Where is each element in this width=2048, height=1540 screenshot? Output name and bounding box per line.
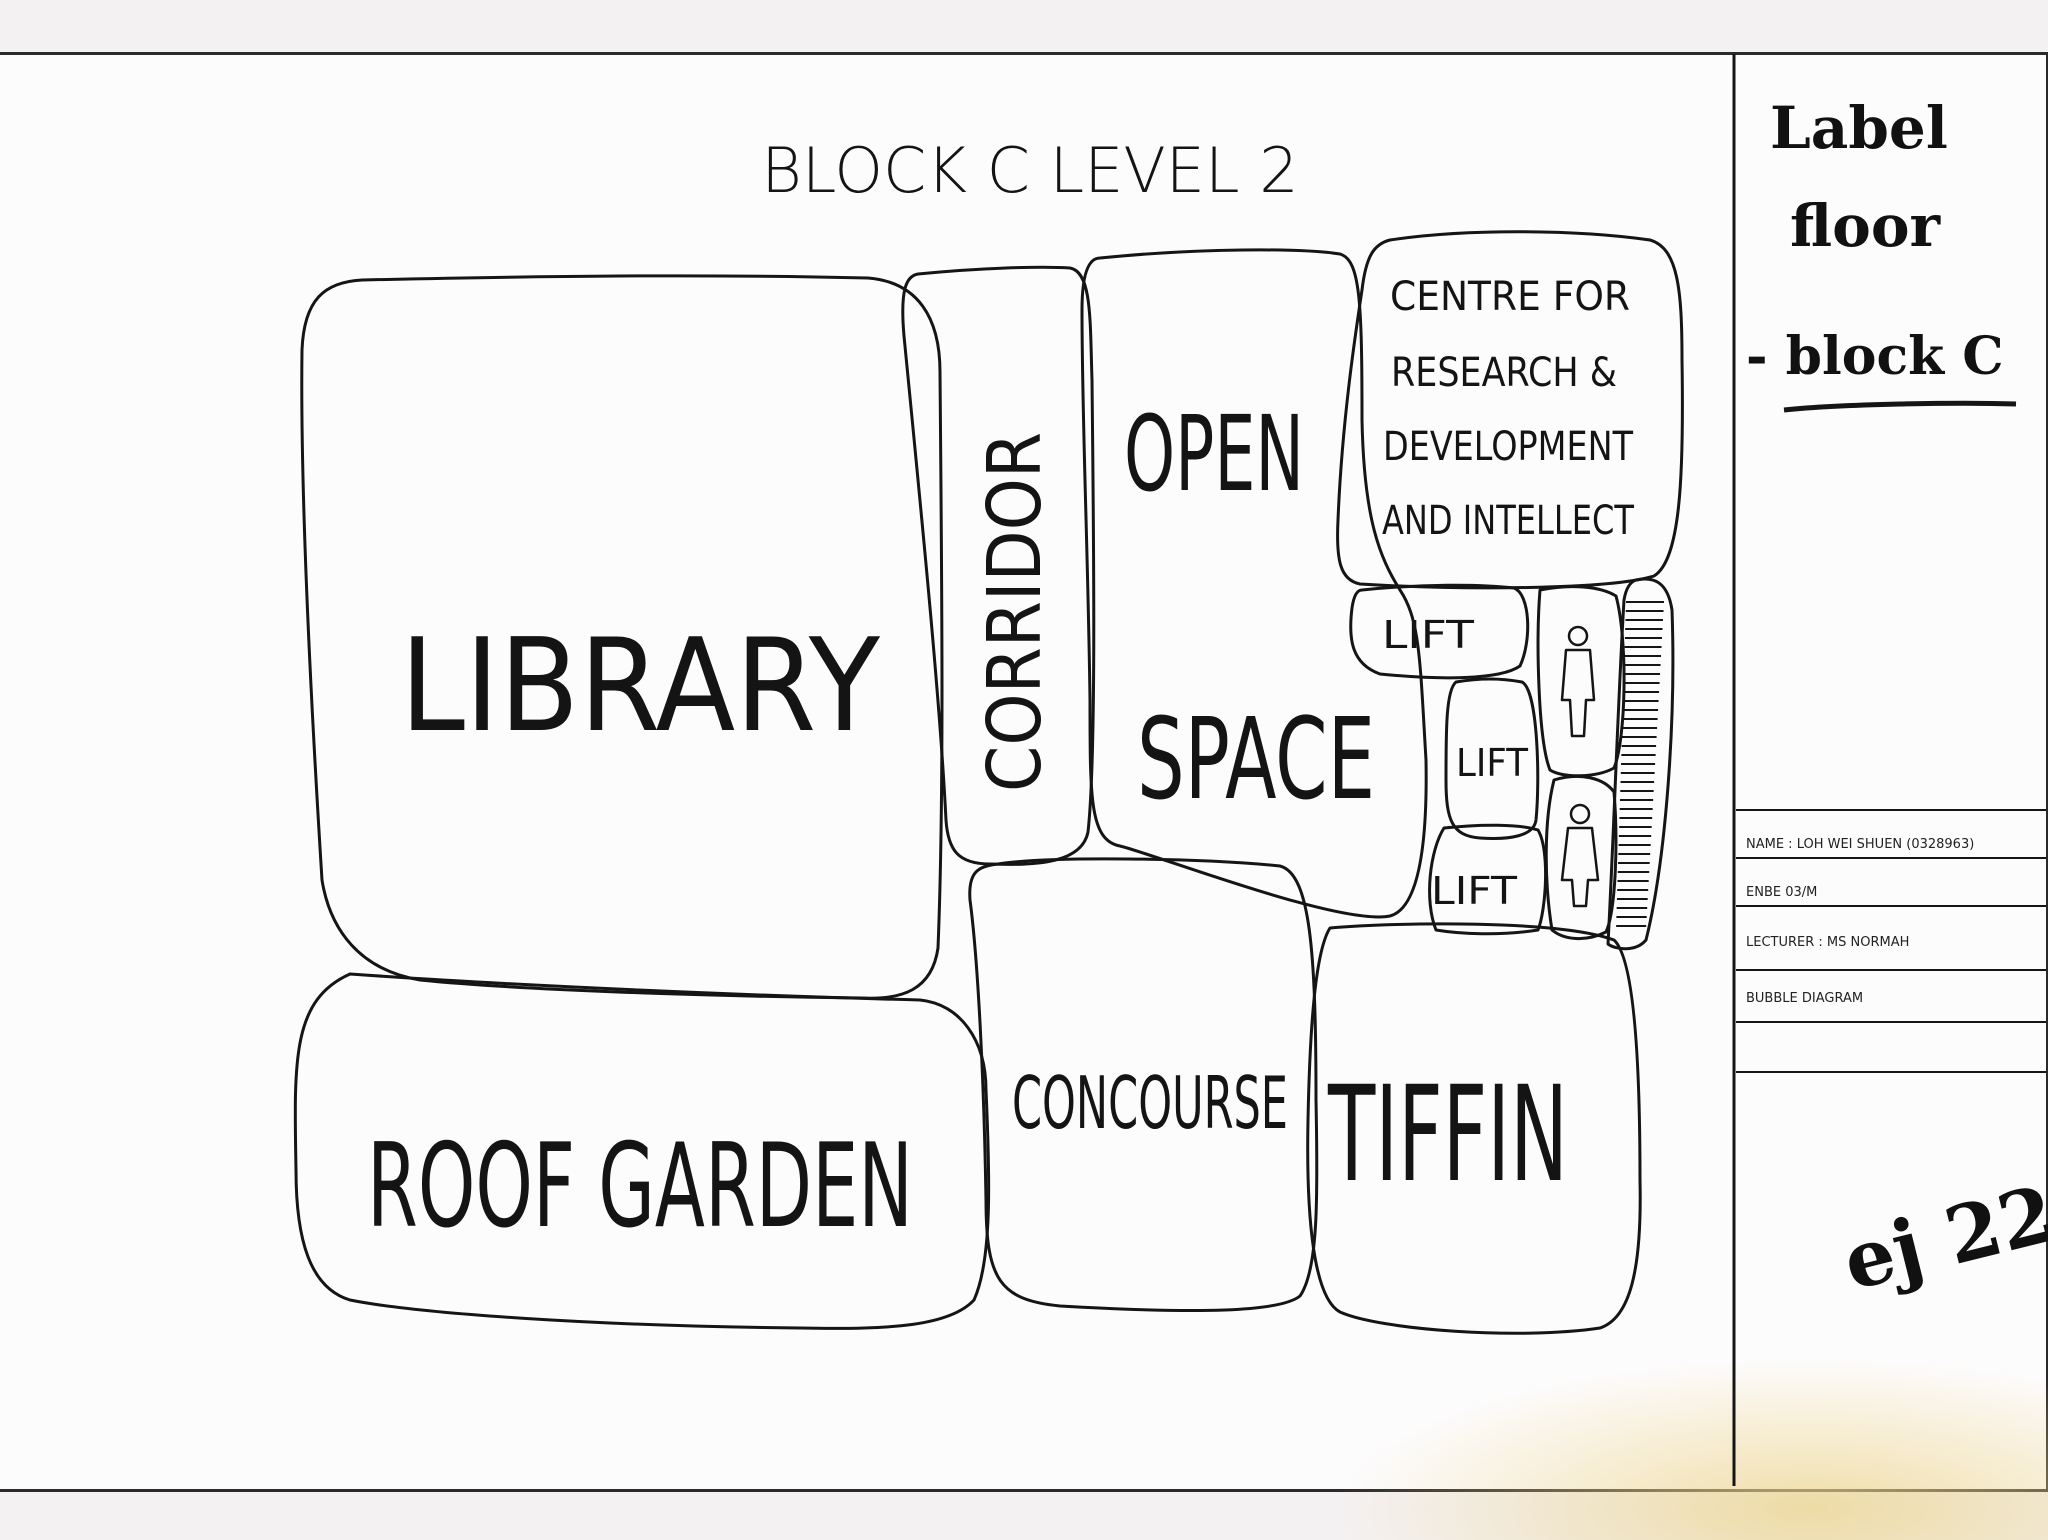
lift-2-bubble <box>1444 677 1540 840</box>
person-icon <box>1560 625 1596 738</box>
lift-1-label: LIFT <box>1382 613 1475 657</box>
toilet-2-bubble <box>1544 774 1618 940</box>
stair-bubble <box>1606 577 1675 951</box>
toilet-1-bubble <box>1536 585 1626 778</box>
open-space-label-line2: SPACE <box>1137 695 1375 825</box>
margin-note-line1: Label <box>1770 94 1948 162</box>
lift-2-label: LIFT <box>1456 741 1529 785</box>
roof-garden-bubble <box>293 972 991 1330</box>
library-label: LIBRARY <box>400 612 881 761</box>
concourse-bubble <box>968 857 1319 1313</box>
tiffin-label: TIFFIN <box>1327 1058 1568 1212</box>
corridor-bubble <box>901 265 1096 866</box>
centre-label-line3: DEVELOPMENT <box>1383 424 1633 470</box>
open-space-label-line1: OPEN <box>1124 393 1304 515</box>
stairs-icon <box>1616 601 1664 927</box>
student-name: NAME : LOH WEI SHUEN (0328963) <box>1746 837 1974 852</box>
open-space-bubble <box>1080 248 1428 919</box>
centre-bubble <box>1336 230 1684 590</box>
margin-note-line3: - block C <box>1746 326 2004 387</box>
course-code: ENBE 03/M <box>1746 885 1817 900</box>
drawing-type: BUBBLE DIAGRAM <box>1746 991 1863 1006</box>
drawing-sheet <box>0 52 2048 1492</box>
roof-garden-label: ROOF GARDEN <box>367 1119 913 1254</box>
centre-label-line2: RESEARCH & <box>1391 350 1617 396</box>
page-title: BLOCK C LEVEL 2 <box>761 134 1298 207</box>
margin-note-line2: floor <box>1790 192 1942 260</box>
lift-3-bubble <box>1428 823 1548 936</box>
signature: ej 22/4 <box>1835 1148 2048 1308</box>
lift-1-bubble <box>1349 583 1530 680</box>
lecturer-name: LECTURER : MS NORMAH <box>1746 935 1909 950</box>
person-icon <box>1560 803 1600 908</box>
centre-label-line4: AND INTELLECT <box>1382 498 1634 544</box>
centre-label-line1: CENTRE FOR <box>1390 274 1630 320</box>
corridor-label: CORRIDOR <box>972 432 1058 792</box>
concourse-label: CONCOURSE <box>1012 1061 1288 1145</box>
tiffin-bubble <box>1306 922 1642 1335</box>
lift-3-label: LIFT <box>1431 869 1518 913</box>
